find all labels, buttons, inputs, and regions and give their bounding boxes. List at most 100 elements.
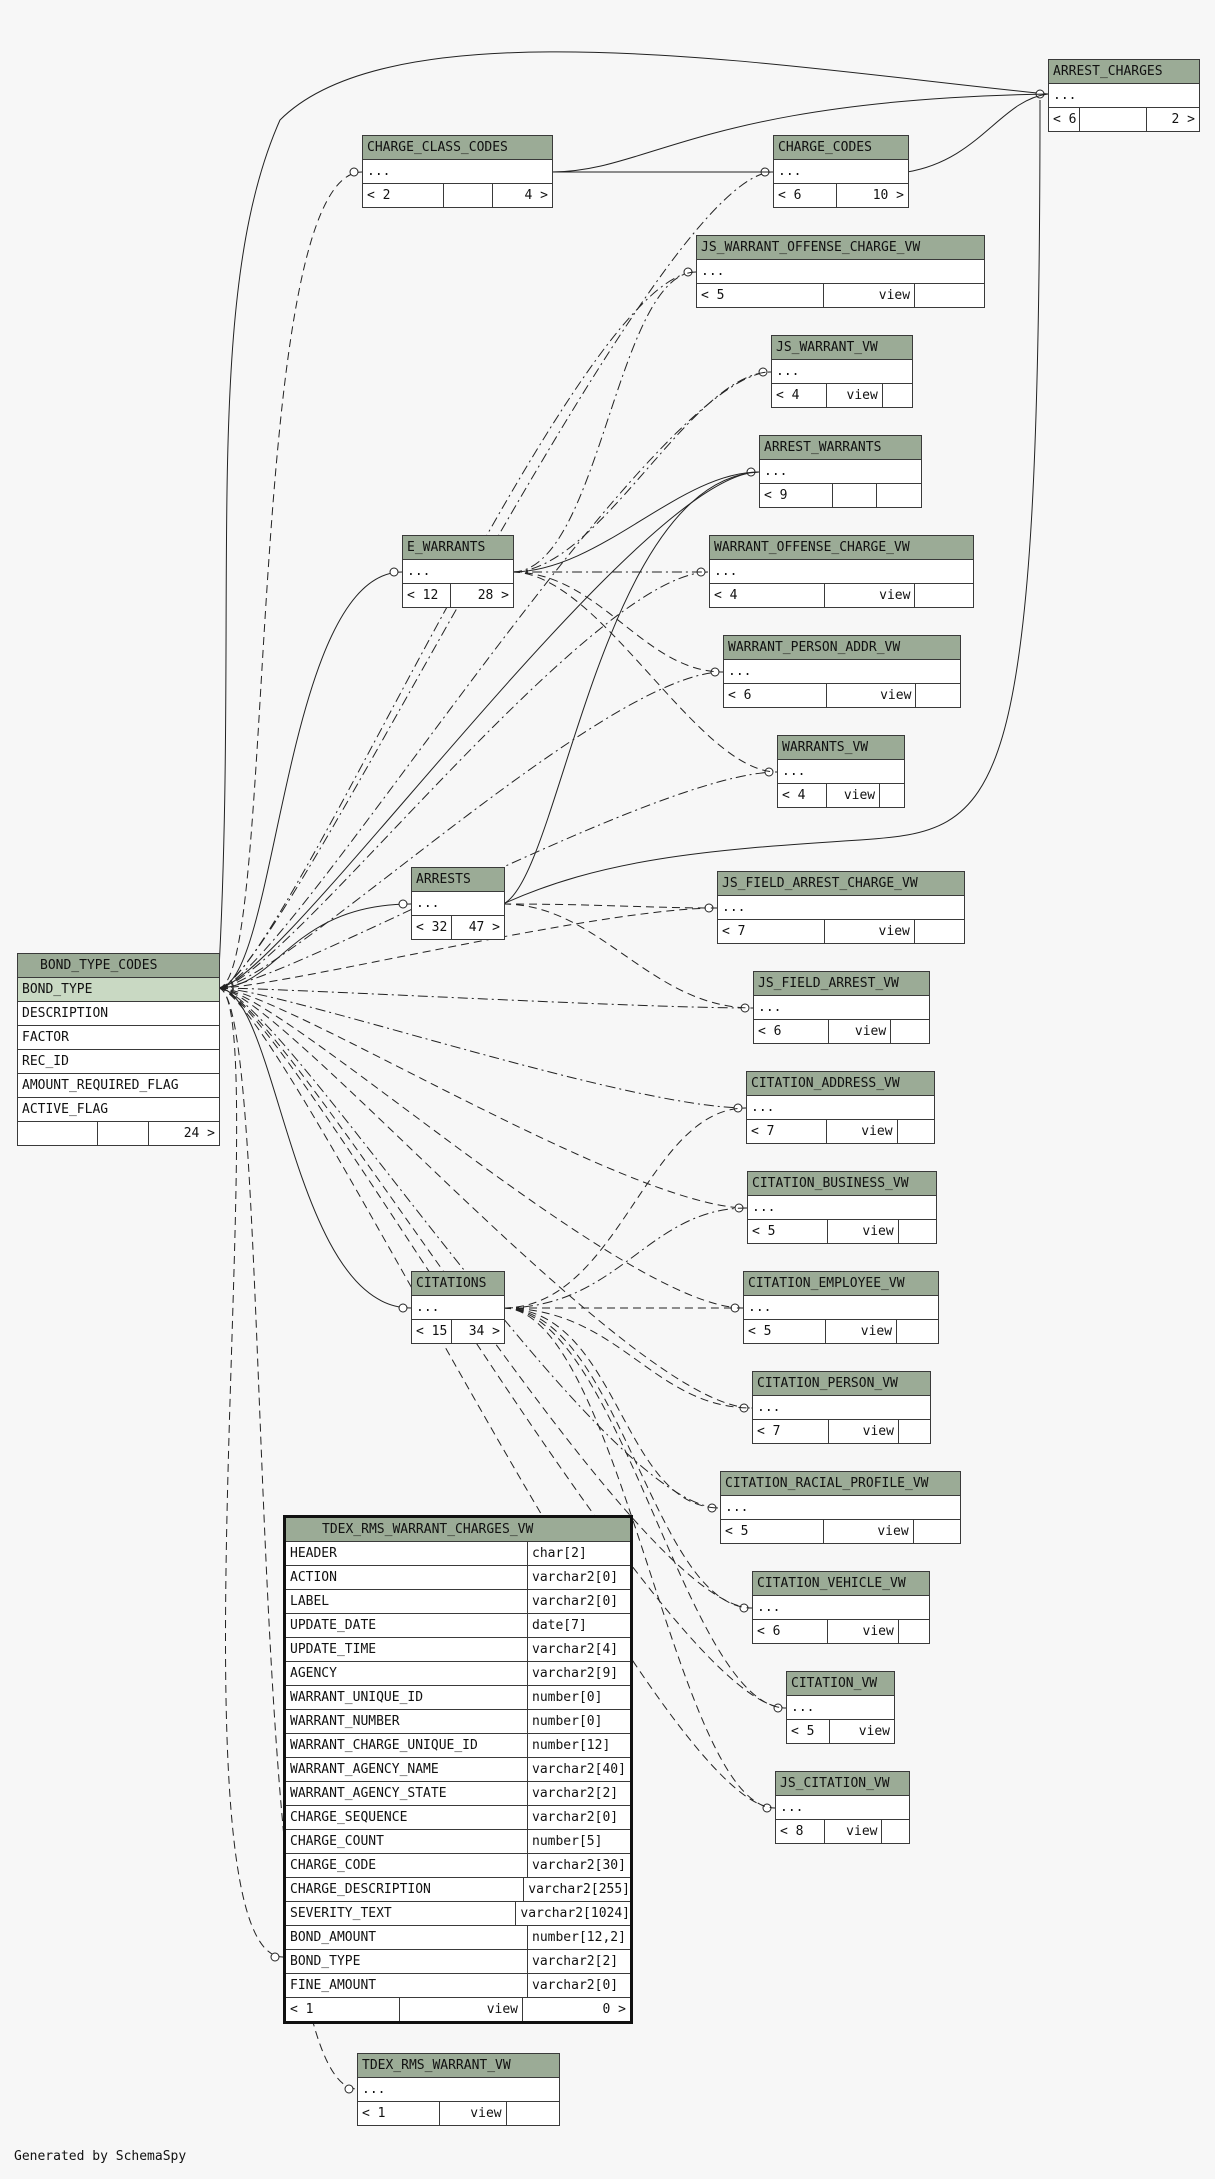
footer-children[interactable]: < 15 <box>412 1320 453 1343</box>
table-footer: < 32 47 > <box>412 916 504 939</box>
footer-children[interactable]: < 4 <box>778 784 827 807</box>
footer-children[interactable]: < 4 <box>710 584 826 607</box>
column-ellipsis: ... <box>710 560 973 584</box>
optional-marker <box>389 567 399 577</box>
footer-children[interactable]: < 12 <box>403 584 451 607</box>
table-header: BOND_TYPE_CODES <box>18 954 219 978</box>
footer-children[interactable]: < 6 <box>1049 108 1080 131</box>
footer-children[interactable]: < 7 <box>747 1120 827 1143</box>
optional-marker <box>733 1103 743 1113</box>
column-name: SEVERITY_TEXT <box>286 1902 517 1925</box>
column-name: CHARGE_COUNT <box>286 1830 528 1853</box>
footer-children[interactable]: < 1 <box>286 1998 400 2021</box>
column-name: AGENCY <box>286 1662 528 1685</box>
footer-parents[interactable]: 10 > <box>872 188 904 203</box>
footer-parents[interactable]: 28 > <box>477 588 509 603</box>
footer-children[interactable]: < 7 <box>718 920 826 943</box>
column-ellipsis: ... <box>412 1296 504 1320</box>
optional-marker <box>344 2084 354 2094</box>
footer-type: view <box>829 1020 892 1043</box>
footer-children[interactable]: < 5 <box>744 1320 826 1343</box>
footer-children[interactable]: < 6 <box>753 1620 829 1643</box>
footer-children[interactable]: < 1 <box>358 2102 441 2125</box>
column-type: varchar2[1024] <box>520 1906 630 1921</box>
column-name: CHARGE_DESCRIPTION <box>286 1878 525 1901</box>
footer-children[interactable]: < 5 <box>748 1220 828 1243</box>
footer-children[interactable]: < 8 <box>776 1820 826 1843</box>
footer-type: view <box>825 1820 883 1843</box>
relationship-line <box>217 987 754 1009</box>
table-header: ARREST_WARRANTS <box>760 436 921 460</box>
relationship-line <box>217 987 721 1509</box>
footer-parents[interactable]: 34 > <box>468 1324 500 1339</box>
footer-parents[interactable]: 4 > <box>524 188 548 203</box>
table-footer: < 15 34 > <box>412 1320 504 1343</box>
column-type: number[0] <box>532 1714 603 1729</box>
relationship-line <box>502 471 760 905</box>
footer-children[interactable]: < 2 <box>363 184 445 207</box>
relationship-line <box>511 571 724 673</box>
footer-children[interactable]: < 7 <box>753 1420 829 1443</box>
column-ellipsis: ... <box>697 260 984 284</box>
table-footer: < 12 28 > <box>403 584 513 607</box>
footer-children[interactable]: < 6 <box>724 684 828 707</box>
footer-children[interactable]: < 6 <box>774 184 838 207</box>
footer-parents[interactable]: 2 > <box>1171 112 1195 127</box>
optional-marker <box>758 367 768 377</box>
column-ellipsis: ... <box>747 1096 934 1120</box>
column-ellipsis: ... <box>753 1596 929 1620</box>
table-footer: < 2 4 > <box>363 184 552 207</box>
footer-children[interactable]: < 9 <box>760 484 834 507</box>
column-ellipsis: ... <box>774 160 908 184</box>
column-name: CHARGE_SEQUENCE <box>286 1806 528 1829</box>
footer-parents <box>914 1520 960 1543</box>
footer-parents <box>915 584 973 607</box>
column-name: WARRANT_CHARGE_UNIQUE_ID <box>286 1734 528 1757</box>
footer-children[interactable]: < 6 <box>754 1020 830 1043</box>
footer-parents[interactable]: 47 > <box>468 920 500 935</box>
column-type: varchar2[0] <box>532 1594 619 1609</box>
footer-children[interactable]: < 5 <box>787 1720 830 1743</box>
column-ellipsis: ... <box>1049 84 1199 108</box>
column-name: ACTION <box>286 1566 528 1589</box>
footer-children[interactable]: < 32 <box>412 916 453 939</box>
footer-children[interactable]: < 4 <box>772 384 827 407</box>
footer-children[interactable]: < 5 <box>697 284 825 307</box>
footer-parents[interactable]: 24 > <box>183 1126 215 1141</box>
table-header: CITATION_PERSON_VW <box>753 1372 930 1396</box>
table-arrest-warrants[interactable]: ARREST_WARRANTS...< 9 <box>759 435 922 508</box>
footer-children[interactable]: < 5 <box>721 1520 825 1543</box>
footer-parents[interactable]: 0 > <box>602 2002 626 2017</box>
column-rec-id: REC_ID <box>18 1050 219 1074</box>
